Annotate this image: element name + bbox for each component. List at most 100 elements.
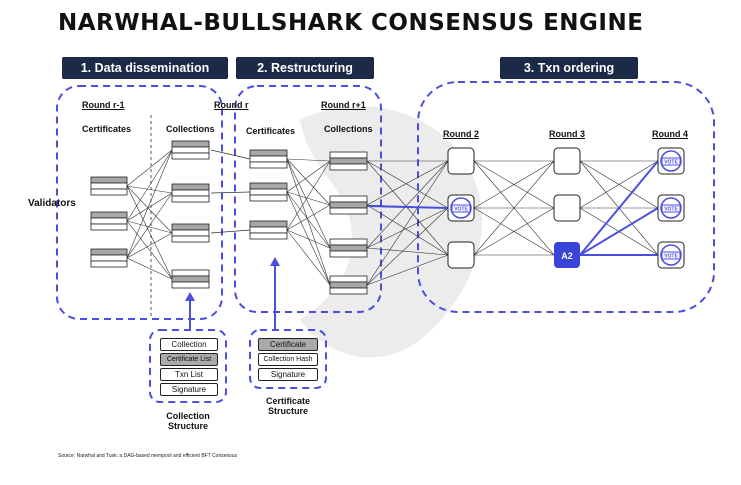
- stack-row: [329, 287, 368, 295]
- round-node: [553, 194, 581, 222]
- region-data-dissemination: [56, 85, 223, 320]
- stack-row: [329, 238, 368, 246]
- block-stack: [171, 183, 210, 203]
- certificates-label-1: Certificates: [82, 124, 132, 134]
- edge: [126, 185, 173, 280]
- edge: [366, 254, 449, 286]
- edge: [126, 220, 173, 234]
- edge: [366, 207, 449, 286]
- section-data-dissemination: 1. Data dissemination: [62, 57, 228, 79]
- vote-label: VOTE: [664, 160, 678, 166]
- stack-row: [90, 223, 128, 231]
- block-stack: [249, 220, 288, 240]
- stack-row: [329, 250, 368, 258]
- edge: [286, 229, 331, 286]
- edges: [126, 149, 659, 329]
- edge: [286, 191, 331, 286]
- vote-badge: [661, 204, 681, 213]
- edge: [126, 149, 173, 259]
- stack-row: [329, 195, 368, 203]
- edge: [473, 160, 555, 209]
- edge: [126, 232, 173, 259]
- edge: [366, 207, 449, 249]
- a2-label: A2: [561, 251, 573, 261]
- stack-row: [171, 281, 210, 289]
- stack-row: [90, 176, 128, 184]
- edge: [286, 204, 331, 231]
- stack-row: [171, 235, 210, 243]
- stack-row: [90, 248, 128, 256]
- block-stack: [90, 211, 128, 231]
- vote-badge: [661, 251, 681, 260]
- node-box: [447, 147, 475, 175]
- watermark-shape: [300, 106, 482, 358]
- edge: [366, 160, 449, 209]
- pointer-edge: [210, 191, 251, 194]
- edge: [126, 220, 173, 280]
- round-node: [447, 147, 475, 175]
- stack-row: [249, 232, 288, 240]
- section-txn-ordering: 3. Txn ordering: [500, 57, 638, 79]
- edge: [366, 160, 449, 249]
- region-collection-structure: [149, 329, 227, 403]
- a2-node-box: [554, 242, 580, 268]
- edge: [366, 247, 449, 256]
- edge: [286, 191, 331, 206]
- block-stack: [90, 248, 128, 268]
- highlight-edge: [579, 160, 659, 256]
- edge: [286, 160, 331, 193]
- stack-row: [329, 157, 368, 165]
- stack-row: [249, 182, 288, 190]
- stack-row: [329, 151, 368, 159]
- node-box: [553, 194, 581, 222]
- edge: [126, 149, 173, 187]
- edge: [366, 204, 449, 256]
- collections-label-2: Collections: [324, 124, 373, 134]
- pointer-edge: [210, 149, 251, 160]
- arrow-head: [185, 292, 195, 301]
- a2-node: A2: [554, 242, 580, 268]
- stack-row: [171, 195, 210, 203]
- edge: [286, 229, 331, 249]
- stack-row: [171, 152, 210, 160]
- round-4-label: Round 4: [652, 129, 688, 139]
- edge: [286, 191, 331, 249]
- stack-row: [249, 149, 288, 157]
- block-stack: [329, 275, 368, 295]
- certificate-structure-row: Signature: [258, 368, 318, 381]
- block-stack: [90, 176, 128, 196]
- region-txn-ordering: [417, 81, 715, 313]
- edge: [286, 158, 331, 206]
- stack-row: [90, 260, 128, 268]
- block-stack: [171, 269, 210, 289]
- stack-row: [329, 163, 368, 171]
- certificate-structure-row: Collection Hash: [258, 353, 318, 366]
- edge: [126, 149, 173, 222]
- round-r-label: Round r: [214, 100, 249, 110]
- collection-structure-row: Certificate List: [160, 353, 218, 366]
- edge: [473, 160, 555, 256]
- highlight-edge: [366, 205, 449, 209]
- edge: [126, 192, 173, 222]
- round-node: [447, 241, 475, 269]
- stacks: [90, 140, 368, 295]
- stack-row: [249, 161, 288, 169]
- edge: [126, 185, 173, 194]
- node-box: [447, 241, 475, 269]
- block-stack: [249, 182, 288, 202]
- round-node: [553, 147, 581, 175]
- stack-row: [90, 188, 128, 196]
- block-stack: [249, 149, 288, 169]
- edge: [286, 160, 331, 231]
- round-2-label: Round 2: [443, 129, 479, 139]
- block-stack: [329, 151, 368, 171]
- stack-row: [249, 226, 288, 234]
- stack-row: [90, 211, 128, 219]
- certificate-structure-caption: Certificate Structure: [265, 396, 310, 416]
- stack-row: [90, 217, 128, 225]
- stack-row: [90, 182, 128, 190]
- highlight-edge: [579, 207, 659, 256]
- collection-structure-row: Txn List: [160, 368, 218, 381]
- certificates-label-2: Certificates: [246, 126, 296, 136]
